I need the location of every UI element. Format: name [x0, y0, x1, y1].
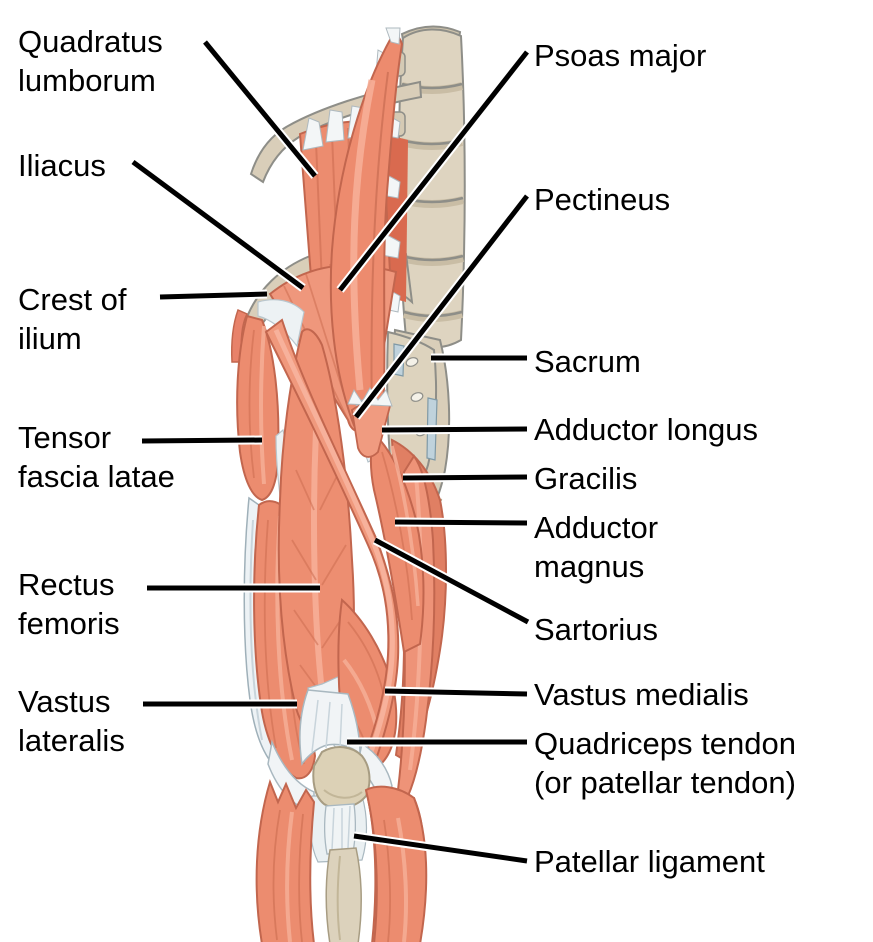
- leader-line-sartorius: [372, 536, 531, 626]
- leader-line-adductor-magnus: [394, 517, 528, 528]
- leader-line-crest-of-ilium: [159, 289, 268, 302]
- label-patellar-ligament: Patellar ligament: [534, 844, 765, 879]
- label-quadriceps-tendon: Quadriceps tendon (or patellar tendon): [534, 726, 796, 800]
- leader-line-pectineus: [352, 193, 531, 420]
- leader-line-patellar-ligament: [353, 831, 528, 866]
- leader-line-psoas-major: [336, 49, 531, 293]
- label-adductor-magnus: Adductor magnus: [534, 510, 659, 584]
- label-vastus-medialis: Vastus medialis: [534, 677, 749, 712]
- label-quadratus-lumborum: Quadratus lumborum: [18, 24, 163, 98]
- leader-line-quadratus-lumborum: [201, 39, 319, 179]
- leader-line-gracilis: [402, 472, 528, 483]
- label-adductor-longus: Adductor longus: [534, 412, 759, 447]
- label-psoas-major: Psoas major: [534, 38, 707, 73]
- leader-line-adductor-longus: [381, 424, 528, 435]
- label-iliacus: Iliacus: [18, 148, 106, 183]
- label-sartorius: Sartorius: [534, 612, 659, 647]
- label-gracilis: Gracilis: [534, 461, 638, 496]
- label-tensor-fascia-latae: Tensor fascia latae: [18, 420, 175, 494]
- label-sacrum: Sacrum: [534, 344, 641, 379]
- leader-line-iliacus: [130, 158, 306, 292]
- leader-line-vastus-medialis: [384, 686, 528, 699]
- leader-lines: [130, 39, 531, 866]
- tibia-bone: [325, 847, 362, 942]
- label-pectineus: Pectineus: [534, 182, 671, 217]
- adductor-longus-muscle: [370, 432, 425, 654]
- label-vastus-lateralis: Vastus lateralis: [18, 684, 125, 758]
- leader-line-tensor-fascia-latae: [141, 435, 263, 446]
- label-crest-of-ilium: Crest of ilium: [18, 282, 127, 356]
- label-rectus-femoris: Rectus femoris: [18, 567, 120, 641]
- tensor-fascia-latae-muscle: [236, 299, 305, 502]
- calf-muscle-lateral: [255, 778, 316, 942]
- calf-muscle-medial: [364, 785, 428, 942]
